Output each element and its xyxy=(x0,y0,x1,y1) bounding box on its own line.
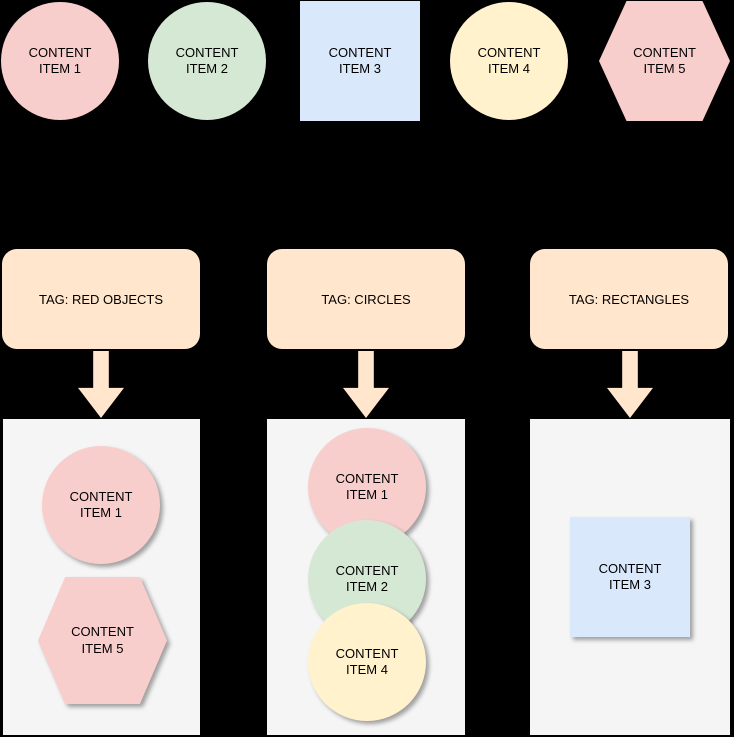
content-item-4[interactable]: CONTENT ITEM 4 xyxy=(450,2,568,120)
content-item-3-label: CONTENT ITEM 3 xyxy=(598,560,662,592)
content-item-2-label: CONTENT ITEM 2 xyxy=(335,562,399,594)
content-item-1-label: CONTENT ITEM 1 xyxy=(28,44,92,76)
content-item-5-label: CONTENT ITEM 5 xyxy=(633,44,696,76)
content-item-1-shape: CONTENT ITEM 1 xyxy=(42,446,160,564)
down-arrow-icon xyxy=(78,351,124,418)
container-rectangles[interactable]: CONTENT ITEM 3 xyxy=(530,419,730,735)
tag-circles[interactable]: TAG: CIRCLES xyxy=(267,249,465,349)
content-item-2-label: CONTENT ITEM 2 xyxy=(175,44,239,76)
content-item-5-shape: CONTENT ITEM 5 xyxy=(38,577,167,704)
content-item-5-label: CONTENT ITEM 5 xyxy=(71,624,134,656)
content-item-4-label: CONTENT ITEM 4 xyxy=(335,645,399,677)
content-item-3-label: CONTENT ITEM 3 xyxy=(328,44,392,76)
tag-rectangles[interactable]: TAG: RECTANGLES xyxy=(530,249,728,349)
content-item-4-label: CONTENT ITEM 4 xyxy=(477,44,541,76)
content-item-1-label: CONTENT ITEM 1 xyxy=(335,470,399,502)
content-item-1-in-red-objects[interactable]: CONTENT ITEM 1 xyxy=(42,446,160,564)
content-item-4-in-circles[interactable]: CONTENT ITEM 4 xyxy=(308,603,426,721)
content-item-1-label: CONTENT ITEM 1 xyxy=(69,488,133,520)
tag-red-objects-label: TAG: RED OBJECTS xyxy=(39,291,163,307)
content-item-4-shape: CONTENT ITEM 4 xyxy=(308,603,426,721)
tag-rectangles-label: TAG: RECTANGLES xyxy=(568,291,690,307)
container-circles[interactable]: CONTENT ITEM 1 CONTENT ITEM 2 CONTENT IT… xyxy=(267,419,465,735)
content-item-1[interactable]: CONTENT ITEM 1 xyxy=(1,2,119,120)
down-arrow-icon xyxy=(343,351,389,418)
content-item-3-in-rectangles[interactable]: CONTENT ITEM 3 xyxy=(570,517,690,637)
content-item-5[interactable]: CONTENT ITEM 5 xyxy=(599,1,730,121)
down-arrow-icon xyxy=(607,351,653,418)
tag-red-objects[interactable]: TAG: RED OBJECTS xyxy=(2,249,200,349)
tag-circles-label: TAG: CIRCLES xyxy=(321,291,411,307)
container-red-objects[interactable]: CONTENT ITEM 1 CONTENT ITEM 5 xyxy=(3,419,200,735)
content-item-3-shape: CONTENT ITEM 3 xyxy=(570,517,690,637)
content-item-3[interactable]: CONTENT ITEM 3 xyxy=(300,1,420,121)
content-item-2[interactable]: CONTENT ITEM 2 xyxy=(148,2,266,120)
content-item-5-in-red-objects[interactable]: CONTENT ITEM 5 xyxy=(38,577,167,704)
